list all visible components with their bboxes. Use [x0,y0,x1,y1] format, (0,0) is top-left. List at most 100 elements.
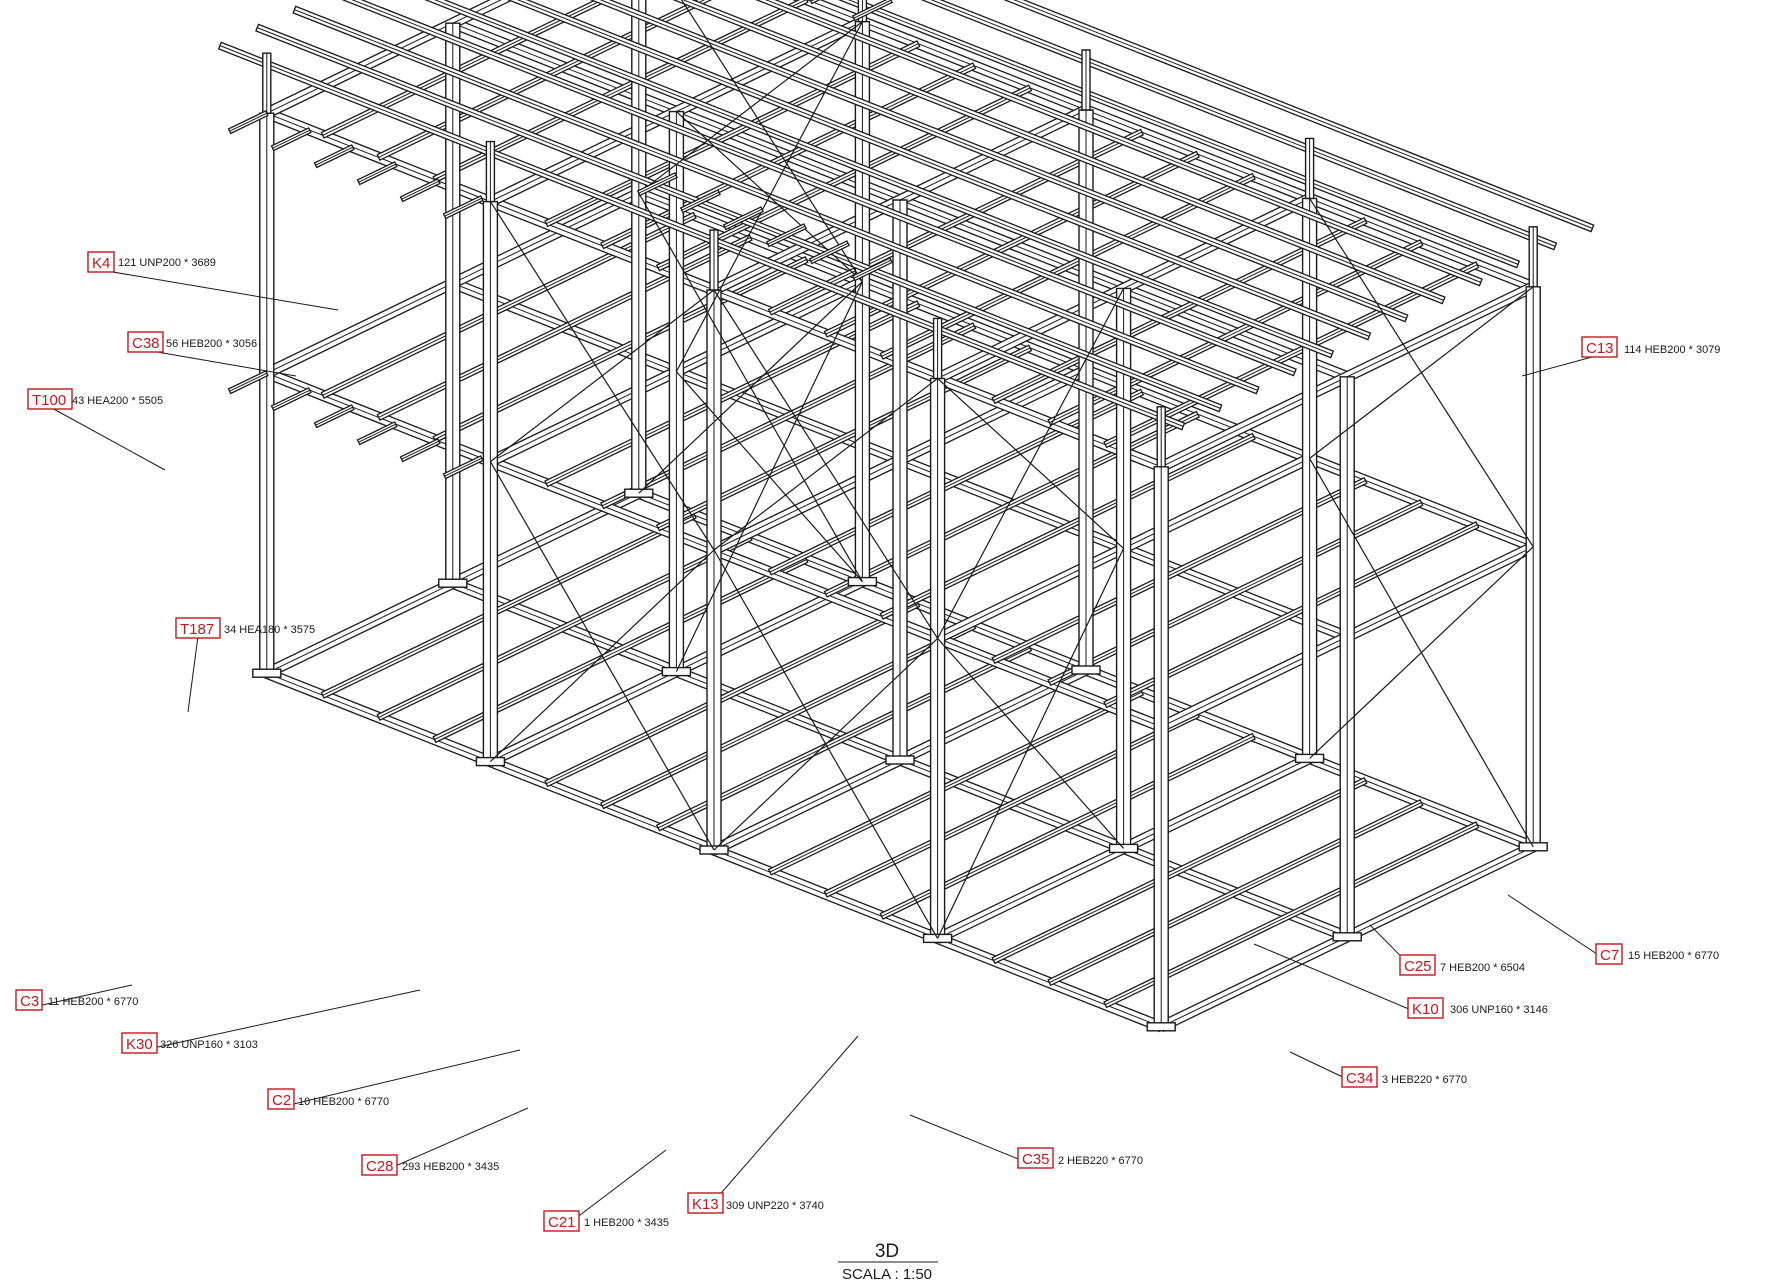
base-plate [438,578,468,588]
beam-web [853,0,892,19]
cross-brace [713,549,939,939]
member-tag-box [175,617,221,639]
beam-web [825,713,1199,895]
purlin [1003,0,1595,233]
member-description: 2 HEB220 * 6770 [1058,1155,1143,1167]
beam-web [378,536,751,718]
member-tag-box [687,1192,724,1214]
beam-web [682,0,1444,301]
beam-web [853,259,892,279]
beam-web [767,225,806,245]
member-tag-box [27,388,73,410]
beam-web [378,0,706,158]
view-scale: SCALA : 1:50 [842,1266,932,1283]
cross-brace [937,288,1125,639]
beam-web [1049,502,1422,684]
beam-web [358,423,397,443]
purlin [589,0,1409,323]
beam-web [401,180,440,200]
member-tag: K10 [1412,1001,1439,1018]
member-tag-box [361,1154,398,1176]
member-tag: C21 [548,1214,576,1231]
member-tag-box [1341,1066,1378,1088]
purlin [837,0,1521,269]
beam-web [516,0,1370,337]
member-tag-box [543,1210,580,1232]
beam-web [601,325,975,507]
member-tag: C34 [1346,1070,1374,1087]
cross-brace [489,461,715,851]
beam-web [358,163,397,183]
member-label-c34: C34 3 HEB220 * 6770 [1289,1051,1467,1088]
cross-brace [713,289,939,639]
leader-line [49,406,166,471]
cross-brace [675,21,863,372]
beam-web [272,389,311,409]
cross-brace [489,201,715,551]
leader-line [909,1114,1036,1167]
beam-web [930,0,1556,247]
base-plate [885,755,915,765]
member-tag: K4 [92,255,110,272]
member-tag: C3 [20,993,39,1010]
leader-line [28,984,133,1009]
member-tag: C35 [1022,1151,1050,1168]
member-label-c28: C28 293 HEB200 * 3435 [361,1107,529,1176]
beam-web [434,0,1333,355]
beam-web [724,208,763,228]
beam-web [825,153,1199,335]
cross-brace [675,281,863,672]
beam-web [638,174,677,194]
member-description: 326 UNP160 * 3103 [160,1039,258,1051]
beam-web [993,780,1366,961]
beam-web [599,0,1407,319]
member-description: 56 HEB200 * 3056 [166,338,257,350]
cantilever [851,0,893,22]
beam-web [1013,0,1593,229]
beam-web [315,406,354,426]
member-description: 293 HEB200 * 3435 [402,1161,499,1173]
member-tag: C25 [1404,958,1432,975]
beam-web [351,0,1295,373]
member-label-c3: C3 11 HEB200 * 6770 [15,984,138,1011]
cross-brace [638,192,863,582]
member-description: 43 HEA200 * 5505 [72,395,163,407]
member-description: 114 HEB200 * 3079 [1624,344,1720,356]
member-description: 10 HEB200 * 6770 [298,1096,389,1108]
member-description: 11 HEB200 * 6770 [48,996,138,1008]
beam-web [315,146,354,166]
leader-line [100,269,339,311]
beam-web [434,0,807,180]
member-tag-box [15,989,43,1011]
member-tag-box [1017,1147,1054,1169]
leader-line [379,1107,529,1174]
beam-web [681,191,720,211]
member-tag-box [267,1088,295,1110]
beam-web [825,413,1199,595]
beam-web [294,9,1258,391]
leader-line [145,349,297,377]
member-tag: C28 [366,1158,394,1175]
base-plate [1071,665,1101,675]
member-description: 15 HEB200 * 6770 [1628,950,1719,962]
leader-line [705,1035,859,1212]
beam-web [810,242,849,262]
beam-web [765,0,1481,283]
member-tag-box [1581,336,1618,358]
purlin [424,0,1335,359]
base-plate [1146,1022,1176,1032]
beam-web [444,197,483,217]
base-plate [1332,932,1362,942]
beam-web [769,691,1143,873]
member-description: 309 UNP220 * 3740 [726,1200,824,1212]
leader-line [1521,354,1600,377]
beam-web [219,45,1184,427]
member-description: 3 HEB220 * 6770 [1382,1074,1467,1086]
